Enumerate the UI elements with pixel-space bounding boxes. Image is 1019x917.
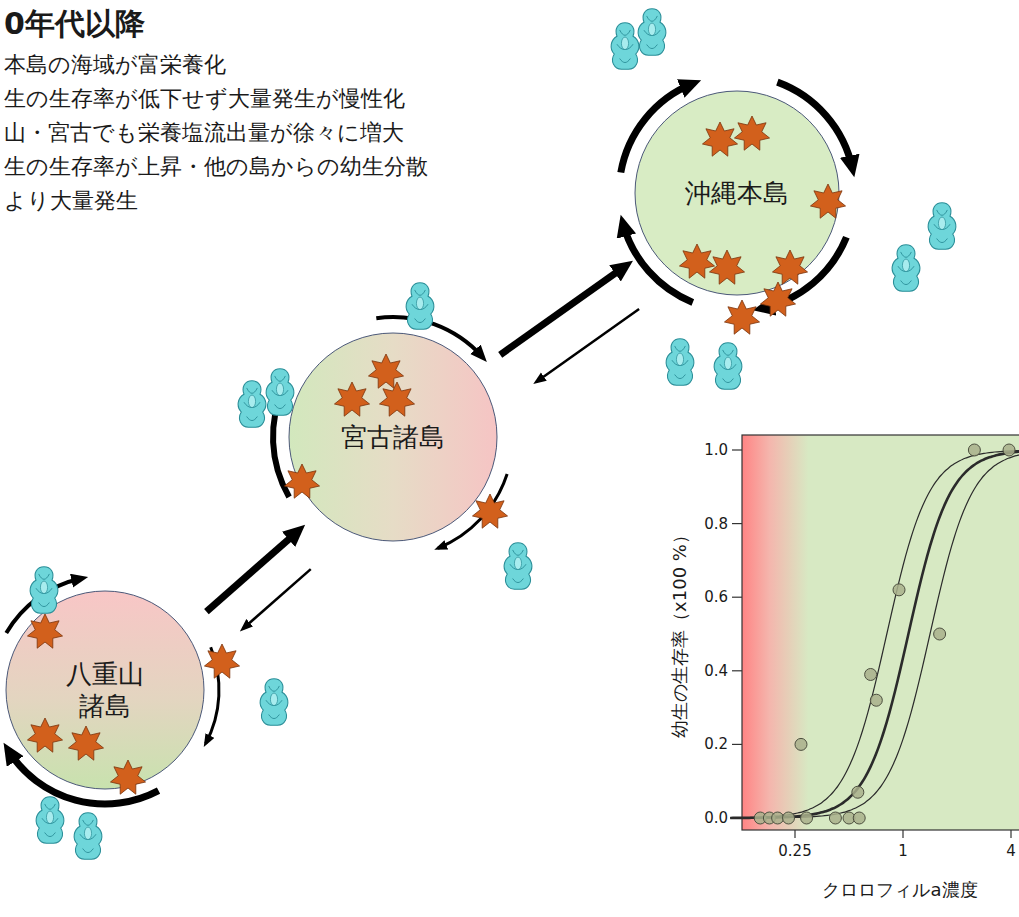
starfish <box>284 464 319 498</box>
tick-mark <box>1010 830 1011 838</box>
tick-label: 1.0 <box>704 441 728 459</box>
island-circle: 宮古諸島 <box>288 332 498 542</box>
larva <box>36 797 64 843</box>
larva <box>266 369 294 415</box>
starfish <box>27 718 62 752</box>
larva <box>504 543 532 589</box>
dispersal-arrow <box>500 266 625 355</box>
larva <box>714 343 742 389</box>
starfish <box>110 760 145 794</box>
tick-label: 0.4 <box>704 662 728 680</box>
island-name: 沖縄本島 <box>685 177 789 210</box>
starfish <box>702 122 737 156</box>
larva <box>238 381 266 427</box>
fit-curve <box>730 455 1019 818</box>
connectors <box>206 266 639 629</box>
starfish <box>760 282 795 316</box>
tick-mark <box>732 449 742 450</box>
larva <box>260 679 288 725</box>
starfish <box>734 116 769 150</box>
dispersal-arrow <box>537 309 640 382</box>
data-point <box>1003 444 1015 456</box>
data-point <box>795 738 807 750</box>
starfish <box>27 614 62 648</box>
larva <box>928 203 956 249</box>
data-point <box>772 812 784 824</box>
fit-curve <box>730 451 1019 818</box>
data-point <box>968 444 980 456</box>
tick-mark <box>794 830 795 838</box>
larva <box>406 283 434 329</box>
starfish <box>772 250 807 284</box>
island-circle: 八重山 諸島 <box>5 590 205 790</box>
data-point <box>852 786 864 798</box>
retention-arrow <box>273 386 289 497</box>
starfish <box>379 382 414 416</box>
bullet-text: 生の生存率が上昇・他の島からの幼生分散 より大量発生 <box>4 150 466 218</box>
tick-mark <box>902 830 903 838</box>
bullet-text: 山・宮古でも栄養塩流出量が徐々に増大 <box>4 116 404 150</box>
axis-title: クロロフィルa濃度 <box>822 878 977 902</box>
chart-frame <box>742 435 1019 830</box>
bullet-text: 生の生存率が低下せず大量発生が慢性化 <box>4 82 405 116</box>
bullet-text: 本島の海域が富栄養化 <box>4 48 226 82</box>
larva <box>666 339 694 385</box>
data-point <box>865 668 877 680</box>
tick-label: 0.6 <box>704 588 728 606</box>
tick-mark <box>732 744 742 745</box>
larva <box>638 9 666 55</box>
data-point <box>853 812 865 824</box>
island-circle: 沖縄本島 <box>634 90 840 296</box>
survival-chart <box>730 435 1019 838</box>
larva <box>892 245 920 291</box>
data-point <box>893 584 905 596</box>
tick-label: 4 <box>1006 842 1016 860</box>
dispersal-arrow <box>243 569 311 629</box>
retention-arrow <box>206 647 219 743</box>
tick-mark <box>732 670 742 671</box>
starfish <box>724 300 759 334</box>
starfish <box>334 382 369 416</box>
data-point <box>829 812 841 824</box>
starfish <box>68 726 103 760</box>
data-point <box>934 628 946 640</box>
starfish <box>368 354 403 388</box>
larva <box>74 813 102 859</box>
starfish <box>204 644 239 678</box>
tick-label: 0.8 <box>704 515 728 533</box>
circle-outline <box>5 590 205 790</box>
data-point <box>783 812 795 824</box>
starfish <box>709 250 744 284</box>
tick-mark <box>732 597 742 598</box>
data-point <box>801 812 813 824</box>
tick-label: 0.25 <box>778 842 811 860</box>
island-name: 宮古諸島 <box>341 421 445 454</box>
tick-mark <box>732 523 742 524</box>
starfish <box>679 244 714 278</box>
starfish <box>810 184 845 218</box>
heading: 0年代以降 <box>4 4 145 45</box>
island-name: 八重山 諸島 <box>62 658 148 723</box>
dispersal-arrow <box>206 531 298 612</box>
data-point <box>870 694 882 706</box>
larva <box>611 23 639 69</box>
tick-label: 0.2 <box>704 735 728 753</box>
larva <box>30 567 58 613</box>
fit-curve <box>730 452 1019 818</box>
tick-label: 0.0 <box>704 809 728 827</box>
tick-label: 1 <box>898 842 908 860</box>
starfish <box>472 494 507 528</box>
axis-title: 幼生の生存率（x100 %） <box>668 526 692 738</box>
